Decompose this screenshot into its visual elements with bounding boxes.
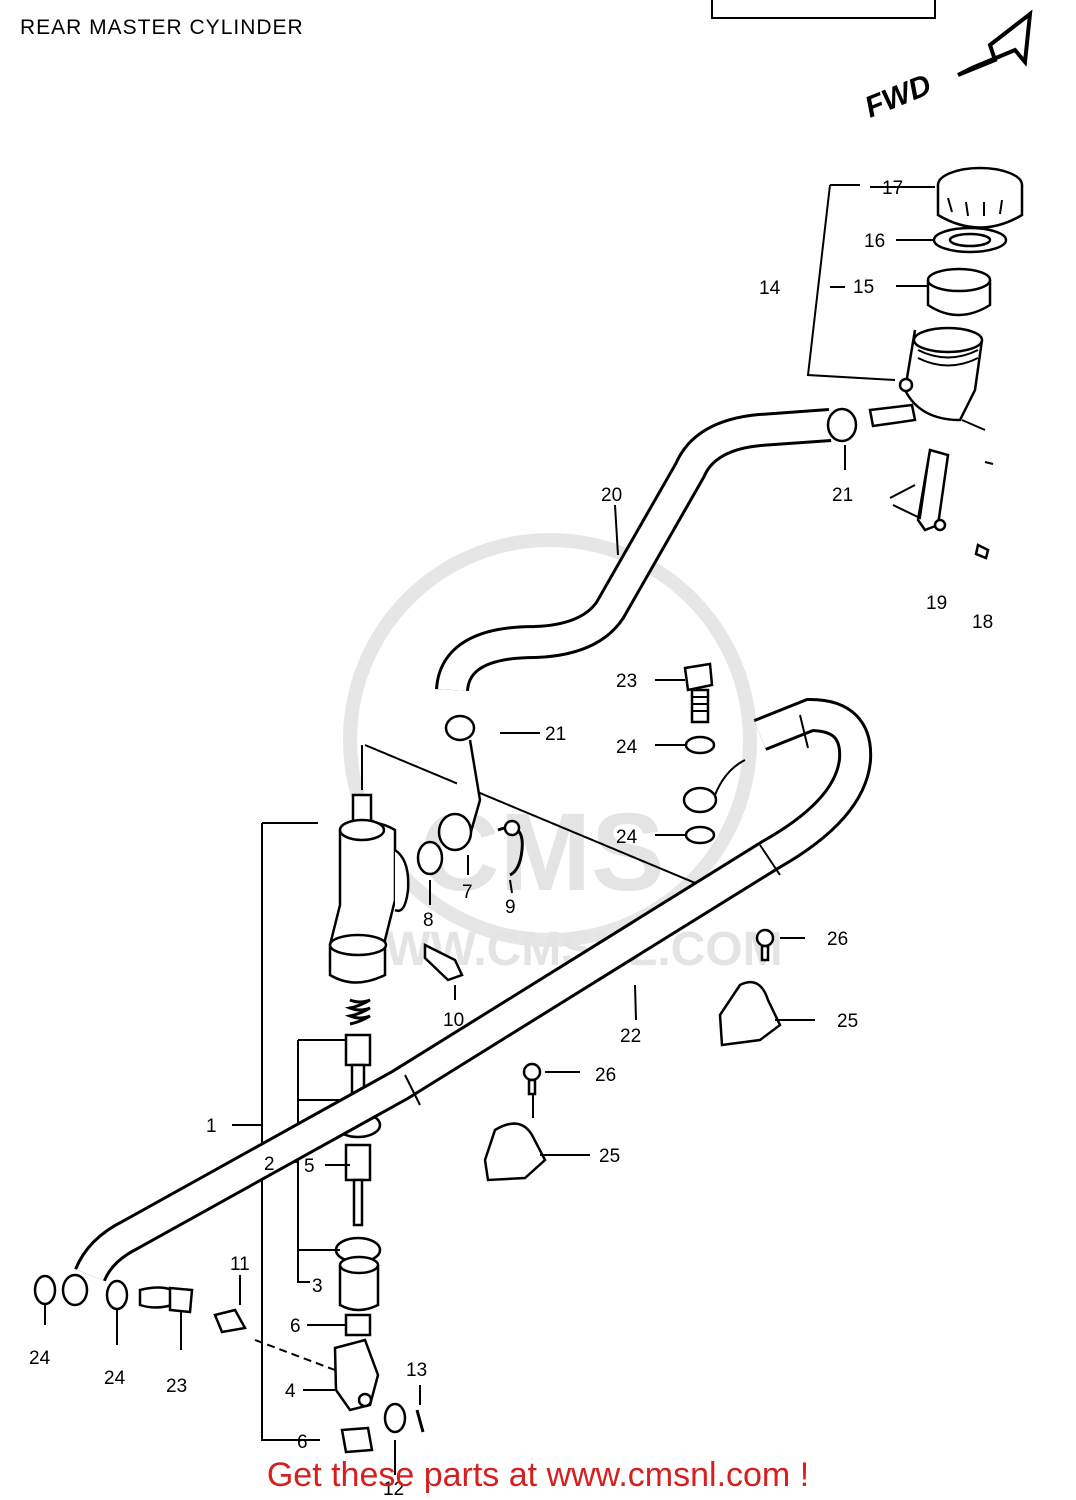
callout-23a: 23 (616, 671, 637, 692)
callout-21b: 21 (545, 724, 566, 745)
callout-20: 20 (601, 485, 622, 506)
callout-16: 16 (864, 231, 885, 252)
callout-24d: 24 (104, 1368, 126, 1389)
reservoir-assembly (868, 166, 1024, 560)
callout-9: 9 (505, 897, 516, 918)
callout-6b: 6 (297, 1432, 308, 1453)
footer-link[interactable]: Get these parts at www.cmsnl.com ! (266, 1456, 810, 1494)
callout-24c: 24 (29, 1348, 51, 1369)
hose-connector (416, 739, 524, 877)
banjo-bolt-bottom (138, 1286, 194, 1314)
callout-24a: 24 (616, 737, 638, 758)
brake-hose (61, 697, 873, 1307)
callout-25b: 25 (599, 1146, 620, 1167)
watermark: CMS WWW.CMSNL.COM (340, 533, 783, 976)
master-cylinder (328, 793, 410, 984)
callout-3: 3 (312, 1276, 323, 1297)
fwd-label: FWD (860, 68, 936, 124)
hose-clamp-upper (718, 928, 782, 1047)
callout-13: 13 (406, 1360, 427, 1381)
callout-25a: 25 (837, 1011, 858, 1032)
callout-labels: 1 2 3 4 5 6 6 7 8 9 10 11 12 13 14 15 16… (29, 178, 993, 1500)
callout-12: 12 (383, 1479, 404, 1500)
callout-10: 10 (443, 1010, 464, 1031)
callout-15: 15 (853, 277, 874, 298)
callout-8: 8 (423, 910, 434, 931)
callout-21a: 21 (832, 485, 853, 506)
hose-clamp-lower (483, 1062, 547, 1182)
callout-24b: 24 (616, 827, 638, 848)
callout-19: 19 (926, 593, 947, 614)
reservoir-hose (435, 407, 858, 742)
callout-26b: 26 (595, 1065, 616, 1086)
callout-18: 18 (972, 612, 993, 633)
callout-22: 22 (620, 1026, 641, 1047)
callout-2: 2 (264, 1154, 275, 1175)
callout-7: 7 (462, 882, 473, 903)
piston-assembly (333, 998, 382, 1454)
callout-23b: 23 (166, 1376, 187, 1397)
callout-26a: 26 (827, 929, 848, 950)
forward-arrow-icon: FWD (860, 9, 1033, 124)
callout-1: 1 (206, 1116, 217, 1137)
banjo-bolt-top (683, 662, 714, 724)
callout-4: 4 (285, 1381, 296, 1402)
diagram-title: REAR MASTER CYLINDER (20, 16, 304, 39)
callout-17: 17 (882, 178, 903, 199)
callout-6a: 6 (290, 1316, 301, 1337)
callout-5: 5 (304, 1156, 315, 1177)
callout-14: 14 (759, 278, 781, 299)
callout-11: 11 (230, 1254, 250, 1275)
